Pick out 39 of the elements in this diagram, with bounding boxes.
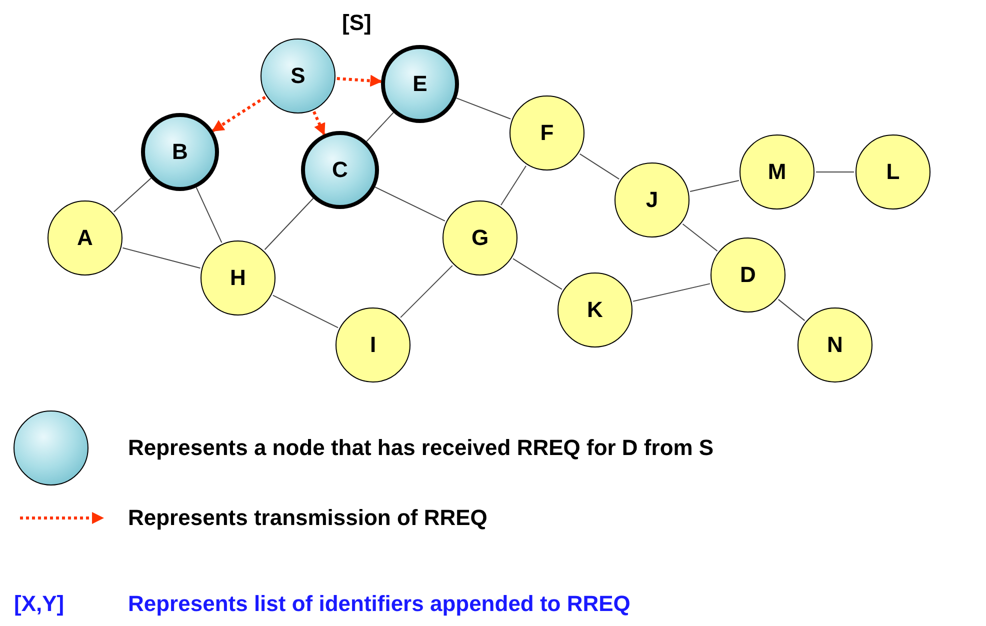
node-label: D xyxy=(739,262,757,288)
node-label: E xyxy=(412,71,428,97)
link-line xyxy=(113,178,152,212)
link-line xyxy=(682,224,718,252)
link-line xyxy=(500,165,527,206)
link-line xyxy=(122,247,201,269)
node-label: H xyxy=(229,265,247,291)
link-line xyxy=(264,198,314,250)
link-line xyxy=(196,186,222,244)
node-label: G xyxy=(470,225,490,251)
link-line xyxy=(778,298,806,322)
link-line xyxy=(400,265,453,318)
node-label: B xyxy=(171,139,189,165)
node-label: M xyxy=(766,159,788,185)
legend-text: Represents a node that has received RREQ for D from S xyxy=(128,435,714,461)
node-label: F xyxy=(539,120,555,146)
dotted-arrow xyxy=(312,111,326,136)
node-label: J xyxy=(644,187,660,213)
node-label: C xyxy=(331,157,349,183)
note-text: Represents list of identifiers appended to RREQ xyxy=(128,591,630,617)
link-line xyxy=(690,180,740,192)
dotted-arrow xyxy=(336,74,382,87)
node-label: S xyxy=(290,63,306,89)
dotted-arrow xyxy=(212,96,266,132)
node-label: N xyxy=(826,332,844,358)
node-label: I xyxy=(368,332,378,358)
node-annotation: [S] xyxy=(342,10,372,36)
link-line xyxy=(456,98,512,120)
node-label: L xyxy=(885,159,901,185)
link-line xyxy=(632,283,710,302)
note-text: [X,Y] xyxy=(14,591,64,617)
link-line xyxy=(366,112,394,142)
link-line xyxy=(579,153,620,180)
node-label: K xyxy=(586,297,604,323)
node-label: A xyxy=(76,225,94,251)
link-line xyxy=(374,186,446,222)
link-line xyxy=(512,258,562,290)
legend-text: Represents transmission of RREQ xyxy=(128,505,488,531)
link-line xyxy=(272,294,339,328)
